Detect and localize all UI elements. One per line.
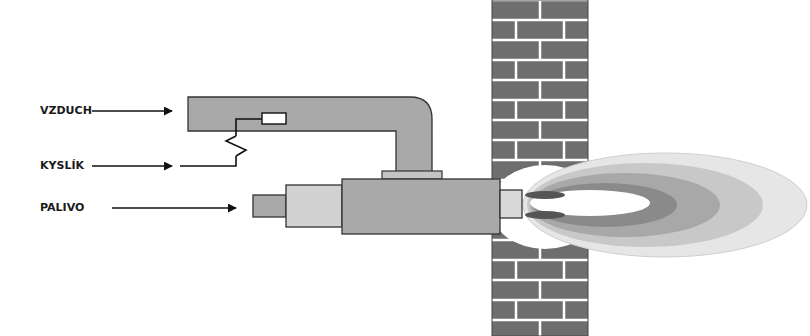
flow-label: PALIVO: [40, 202, 84, 213]
flame: [490, 153, 807, 257]
oxygen-line: [180, 119, 262, 166]
valve-sensor: [262, 113, 286, 124]
pipe-flange: [382, 171, 442, 179]
air-pipe: [188, 97, 432, 172]
burner-body: [253, 179, 522, 234]
flow-label: VZDUCH: [40, 105, 92, 116]
flow-label: KYSLÍK: [40, 160, 84, 171]
